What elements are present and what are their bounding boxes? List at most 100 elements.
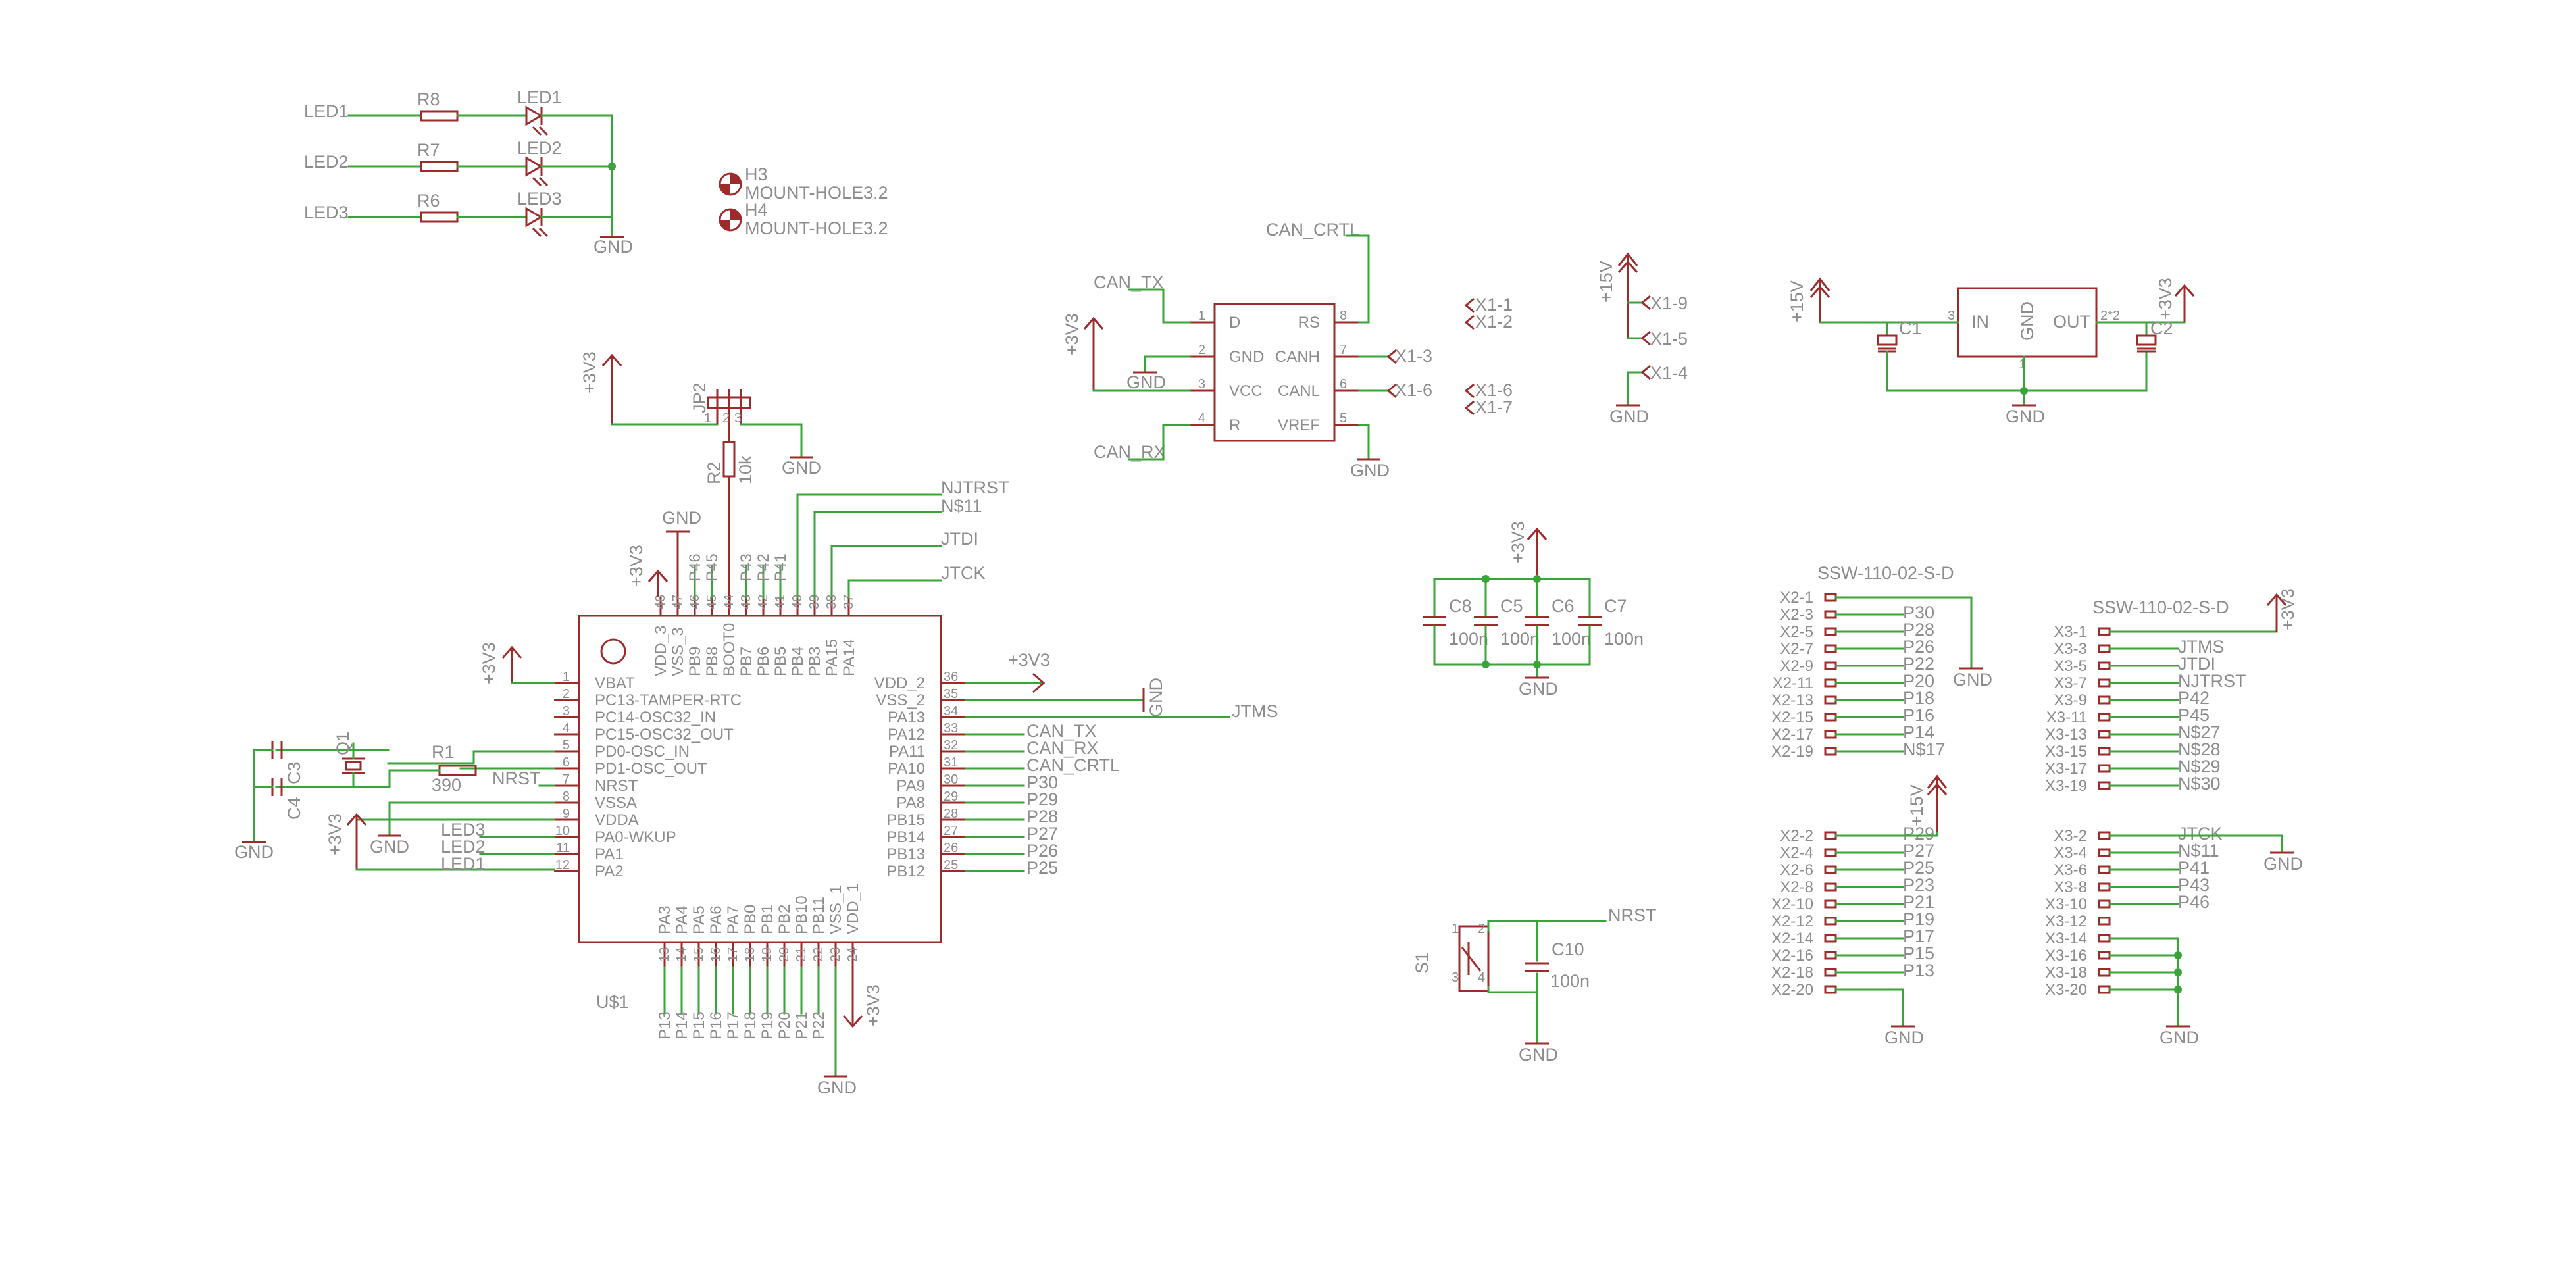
svg-text:CAN_CRTL: CAN_CRTL bbox=[1266, 220, 1359, 239]
pin-number: 3 bbox=[563, 704, 570, 718]
pin-name: PC13-TAMPER-RTC bbox=[595, 691, 742, 709]
supply-symbol-3v3: +3V3 bbox=[1062, 313, 1104, 391]
supply-symbol-15v: +15V bbox=[1596, 252, 1638, 338]
svg-text:+3V3: +3V3 bbox=[863, 984, 883, 1026]
pin-name: X2-19 bbox=[1771, 743, 1813, 761]
pin-name: PB14 bbox=[886, 828, 925, 846]
svg-text:GND: GND bbox=[1126, 372, 1166, 392]
resistor-ref: R7 bbox=[417, 140, 440, 160]
pin-number: 41 bbox=[773, 595, 788, 609]
svg-text:GND: GND bbox=[1350, 461, 1390, 480]
net-label: P29 bbox=[1026, 790, 1058, 809]
pin-name: PB9 bbox=[686, 647, 704, 676]
pin-name: PA0-WKUP bbox=[595, 828, 676, 846]
capacitor-c10 bbox=[1525, 962, 1549, 972]
pin1-marker bbox=[600, 638, 626, 665]
pin-name: PD0-OSC_IN bbox=[595, 743, 690, 761]
net-label: P28 bbox=[1903, 620, 1934, 640]
vbat-supply: +3V3 bbox=[479, 642, 555, 684]
svg-text:C10: C10 bbox=[1552, 940, 1584, 959]
pin-name: PA9 bbox=[896, 777, 925, 795]
net-label: CAN_TX bbox=[1026, 721, 1097, 741]
net-label: P30 bbox=[1026, 772, 1058, 792]
svg-text:X1-3: X1-3 bbox=[1395, 346, 1432, 366]
pin-name: X2-2 bbox=[1780, 827, 1813, 845]
supply-symbol-3v3: +3V3 bbox=[2266, 588, 2298, 632]
cap-value: 100n bbox=[1604, 629, 1644, 649]
svg-text:390: 390 bbox=[432, 775, 461, 795]
pin-name: PB11 bbox=[810, 897, 828, 934]
svg-text:+3V3: +3V3 bbox=[325, 813, 345, 855]
pin-number: 24 bbox=[846, 947, 860, 962]
pin-number: 3 bbox=[1198, 377, 1205, 391]
header-pin: X3-20 bbox=[2045, 981, 2111, 999]
pin-name: NRST bbox=[595, 777, 638, 795]
svg-text:JTDI: JTDI bbox=[941, 529, 978, 549]
svg-text:GND: GND bbox=[817, 1078, 857, 1097]
pin-number: 39 bbox=[807, 595, 822, 609]
pin-number: 2 bbox=[1198, 343, 1205, 357]
svg-text:LED3: LED3 bbox=[441, 820, 486, 840]
svg-text:X1-5: X1-5 bbox=[1650, 329, 1688, 349]
pin-name: PB4 bbox=[789, 647, 807, 676]
pin-name: PC14-OSC32_IN bbox=[595, 709, 716, 726]
pin-number: 31 bbox=[944, 755, 958, 770]
pin-name: VSS_3 bbox=[669, 627, 687, 676]
mount-hole-h4: H4 MOUNT-HOLE3.2 bbox=[719, 200, 888, 238]
led-symbol bbox=[525, 156, 549, 187]
pin-number: 36 bbox=[944, 670, 958, 684]
gnd-symbol: GND bbox=[1350, 458, 1390, 480]
net-label: P16 bbox=[707, 1011, 725, 1040]
pin-name: X2-6 bbox=[1780, 861, 1813, 879]
pin-number: 25 bbox=[944, 858, 958, 872]
svg-text:NRST: NRST bbox=[1608, 905, 1657, 925]
pin-number: 19 bbox=[760, 947, 774, 962]
net-label: P23 bbox=[1903, 875, 1934, 895]
resistor-symbol-r2 bbox=[722, 441, 736, 478]
mount-value: MOUNT-HOLE3.2 bbox=[745, 218, 888, 238]
net-label: JTMS bbox=[2178, 637, 2225, 657]
pin-name: X2-1 bbox=[1780, 589, 1813, 607]
svg-text:+3V3: +3V3 bbox=[1008, 650, 1050, 670]
svg-text:GND: GND bbox=[234, 842, 274, 862]
pin-name: X3-7 bbox=[2054, 674, 2087, 692]
capacitor-c2 bbox=[2136, 334, 2157, 353]
net-label: LED2 bbox=[304, 152, 349, 172]
pin-number: 16 bbox=[709, 947, 723, 962]
svg-text:X1-2: X1-2 bbox=[1475, 312, 1513, 332]
net-label: LED3 bbox=[304, 203, 349, 222]
pin-name: PA5 bbox=[690, 905, 708, 934]
net-label: P20 bbox=[1903, 671, 1934, 691]
pin-name: BOOT0 bbox=[720, 623, 738, 676]
gnd-symbol: GND bbox=[593, 236, 633, 257]
pin-name: VSS_2 bbox=[876, 691, 925, 709]
pin-name: PA15 bbox=[823, 639, 841, 676]
pin-number: 23 bbox=[828, 947, 843, 962]
svg-text:Q1: Q1 bbox=[333, 732, 353, 755]
header-pin: X2-1 bbox=[1780, 589, 1837, 607]
gnd-symbol: GND bbox=[1519, 1042, 1558, 1065]
